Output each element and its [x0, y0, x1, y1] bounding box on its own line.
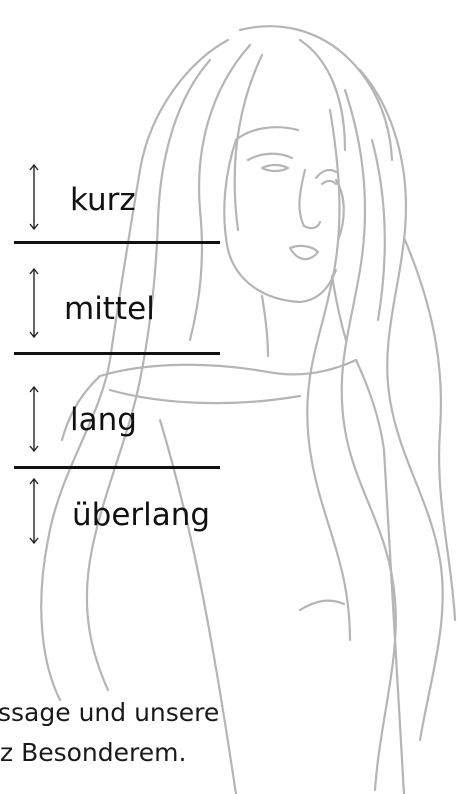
length-label-kurz: kurz [70, 182, 136, 218]
footer-text-line1: ssage und unsere [0, 698, 220, 727]
divider-lang-ueberlang [14, 466, 220, 469]
length-arrow-ueberlang [26, 477, 42, 545]
footer-text-line2: z Besonderem. [0, 738, 187, 767]
length-arrow-kurz [26, 163, 42, 231]
length-arrow-mittel [26, 267, 42, 339]
divider-kurz-mittel [14, 241, 220, 244]
divider-mittel-lang [14, 352, 220, 355]
length-label-lang: lang [70, 402, 137, 438]
length-label-ueberlang: überlang [72, 497, 211, 533]
length-arrow-lang [26, 385, 42, 453]
length-label-mittel: mittel [64, 291, 155, 327]
